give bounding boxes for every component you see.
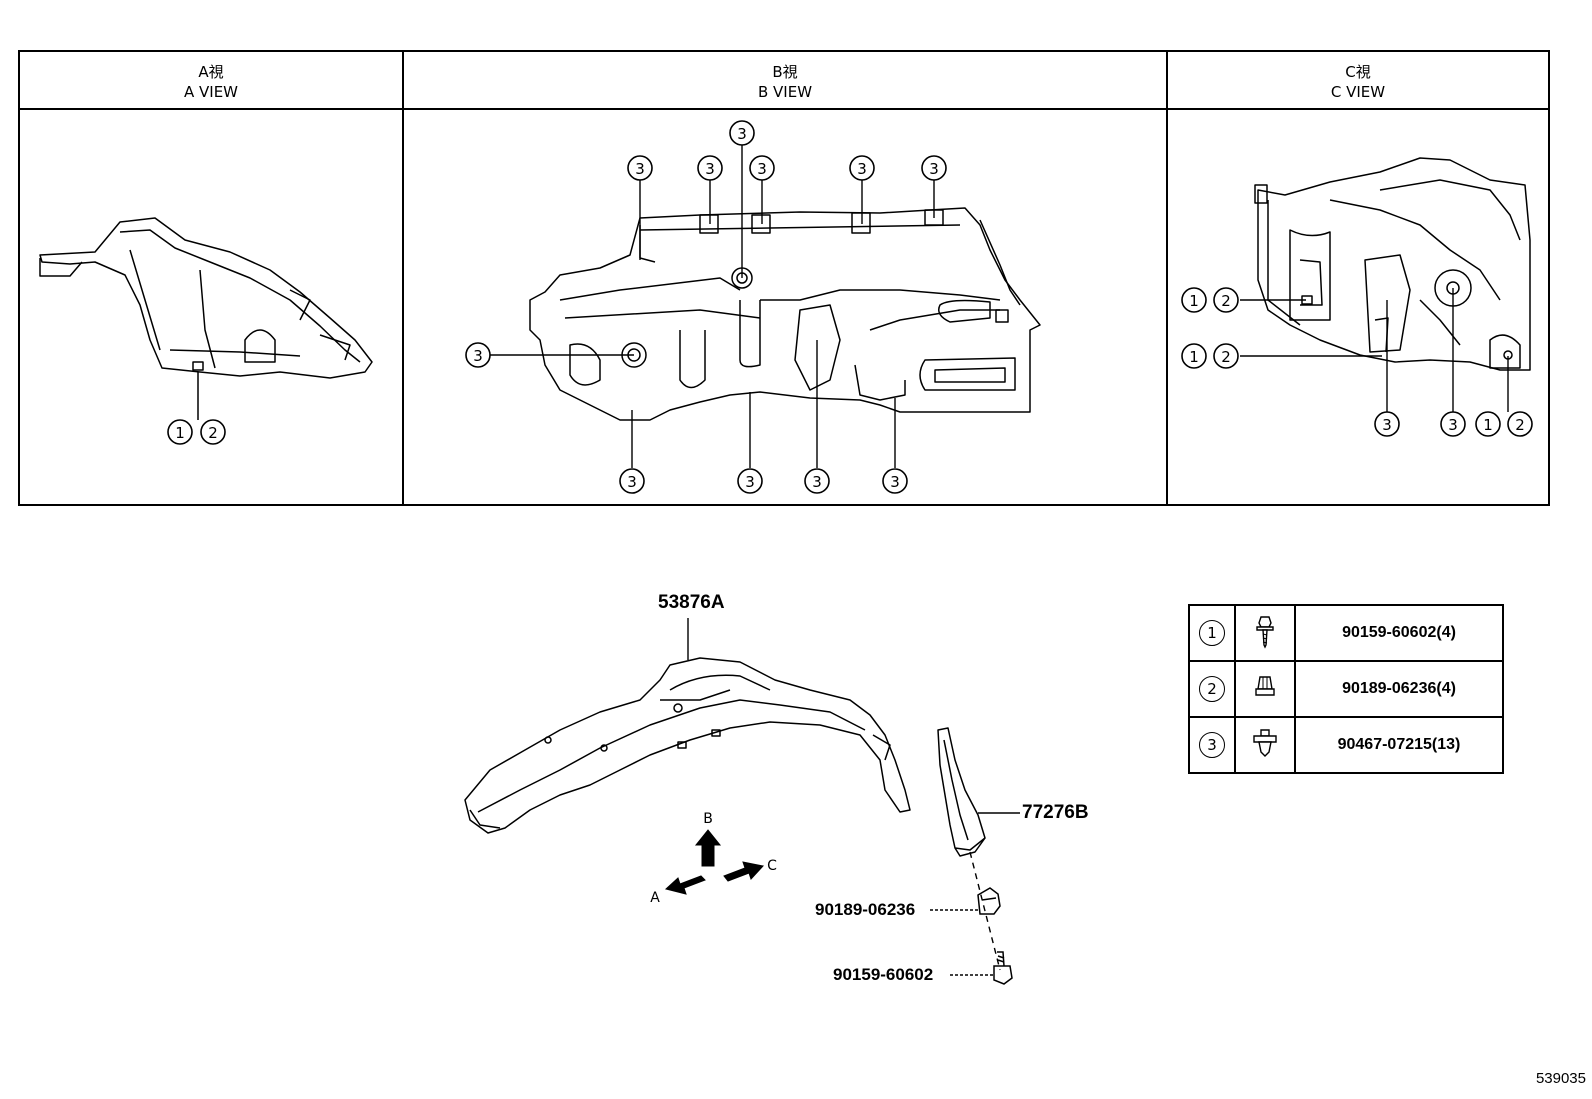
svg-text:3: 3 (890, 473, 900, 491)
a-view-title-jp: A視 (198, 63, 224, 81)
b-view-title-en: B VIEW (757, 83, 813, 101)
c-callout-1: 1 (1181, 343, 1207, 369)
b-callout-3: 3 (729, 120, 755, 146)
screw-icon (1256, 615, 1274, 649)
b-callout-3: 3 (619, 468, 645, 494)
a-view-title-en: A VIEW (183, 83, 239, 101)
b-view-title-jp: B視 (772, 63, 798, 81)
svg-text:2: 2 (1221, 292, 1231, 310)
seal-drawing (937, 727, 986, 857)
fasteners-table: 1 90159-60602(4) 2 90189-06236(4) 3 (1188, 604, 1504, 774)
c-callout-3: 3 (1440, 411, 1466, 437)
svg-text:3: 3 (1448, 416, 1458, 434)
c-view-header: C視 C VIEW (1168, 52, 1548, 110)
fastener-part-number: 90189-06236(4) (1294, 660, 1504, 718)
direction-arrows (664, 829, 764, 895)
svg-text:3: 3 (635, 160, 645, 178)
b-callout-3: 3 (465, 342, 491, 368)
b-callout-3: 3 (737, 468, 763, 494)
svg-text:2: 2 (1515, 416, 1525, 434)
svg-text:2: 2 (1221, 348, 1231, 366)
fastener-num: 1 (1199, 620, 1225, 646)
b-callout-3: 3 (749, 155, 775, 181)
svg-text:1: 1 (1483, 416, 1493, 434)
diagram-number: 539035 (1535, 1070, 1586, 1087)
screw-part-drawing (993, 951, 1013, 985)
svg-text:1: 1 (175, 424, 185, 442)
c-view-title-jp: C視 (1345, 63, 1371, 81)
svg-text:3: 3 (745, 473, 755, 491)
svg-text:3: 3 (929, 160, 939, 178)
b-callout-3: 3 (627, 155, 653, 181)
b-callout-3: 3 (921, 155, 947, 181)
svg-text:1: 1 (1189, 292, 1199, 310)
fastener-num: 2 (1199, 676, 1225, 702)
a-view-callout-2: 2 (200, 419, 226, 445)
c-callout-1: 1 (1181, 287, 1207, 313)
c-callout-1: 1 (1475, 411, 1501, 437)
label-screw-90159: 90159-60602 (833, 965, 934, 984)
a-view-header: A視 A VIEW (20, 52, 402, 110)
b-view-leader-lines (490, 145, 935, 468)
svg-text:3: 3 (705, 160, 715, 178)
c-view-callouts: 1 2 1 2 3 3 1 2 (1181, 287, 1533, 437)
svg-text:1: 1 (1189, 348, 1199, 366)
b-callout-3: 3 (849, 155, 875, 181)
b-view-liner-drawing (529, 207, 1041, 421)
fastener-row: 1 90159-60602(4) (1188, 604, 1504, 662)
fastener-row: 2 90189-06236(4) (1188, 660, 1504, 718)
arrow-c-icon (723, 861, 764, 882)
c-view-panel: C視 C VIEW (1168, 52, 1548, 504)
a-view-liner-drawing (39, 217, 373, 379)
svg-text:2: 2 (208, 424, 218, 442)
b-callout-3: 3 (697, 155, 723, 181)
svg-text:3: 3 (857, 160, 867, 178)
fastener-part-number: 90467-07215(13) (1294, 716, 1504, 774)
fastener-part-number: 90159-60602(4) (1294, 604, 1504, 662)
svg-text:3: 3 (757, 160, 767, 178)
arrow-a-label: A (650, 890, 660, 906)
c-view-liner-drawing (1254, 157, 1531, 371)
b-view-panel: B視 B VIEW (404, 52, 1168, 504)
label-77276b: 77276B (1022, 802, 1089, 823)
svg-text:3: 3 (627, 473, 637, 491)
c-callout-3: 3 (1374, 411, 1400, 437)
label-53876a: 53876A (658, 592, 725, 613)
views-table: A視 A VIEW B視 B VIEW C視 C VIEW (18, 50, 1550, 506)
b-callout-3: 3 (804, 468, 830, 494)
b-view-header: B視 B VIEW (404, 52, 1166, 110)
nut-icon (1255, 675, 1275, 696)
svg-text:3: 3 (1382, 416, 1392, 434)
svg-text:3: 3 (473, 347, 483, 365)
svg-text:3: 3 (737, 125, 747, 143)
arrow-b-icon (694, 829, 722, 867)
fastener-row: 3 90467-07215(13) (1188, 716, 1504, 774)
c-view-title-en: C VIEW (1330, 83, 1386, 101)
c-callout-2: 2 (1213, 343, 1239, 369)
b-callout-3: 3 (882, 468, 908, 494)
fender-liner-drawing (464, 657, 911, 834)
clip-icon (1253, 728, 1277, 757)
label-nut-90189: 90189-06236 (815, 900, 916, 919)
svg-text:3: 3 (812, 473, 822, 491)
a-view-callout-1: 1 (167, 419, 193, 445)
a-view-panel: A視 A VIEW (20, 52, 404, 504)
arrow-c-label: C (767, 858, 777, 874)
c-view-leader-lines (1240, 288, 1509, 412)
nut-part-drawing (977, 887, 1001, 915)
arrow-a-icon (664, 875, 706, 895)
c-callout-2: 2 (1507, 411, 1533, 437)
c-callout-2: 2 (1213, 287, 1239, 313)
fastener-num: 3 (1199, 732, 1225, 758)
b-view-callouts: 3 3 3 3 3 3 3 3 3 3 3 (465, 120, 947, 494)
arrow-b-label: B (703, 811, 713, 827)
